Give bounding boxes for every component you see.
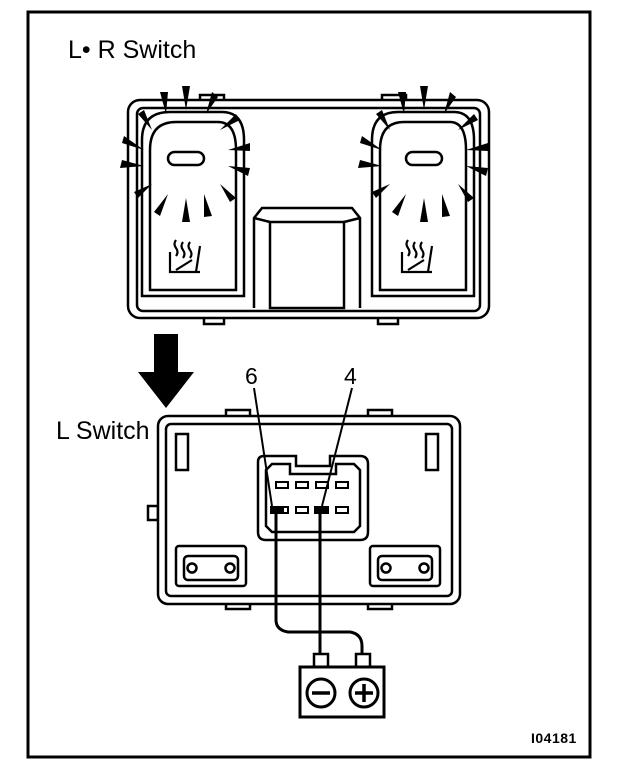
pin-leader-lines xyxy=(253,387,353,507)
plus-icon xyxy=(348,677,380,709)
battery xyxy=(298,652,386,719)
minus-icon xyxy=(305,677,337,709)
indicator-glow-icon-left xyxy=(120,86,250,222)
figure-id-label: I04181 xyxy=(531,730,577,746)
indicator-glow-icon-right xyxy=(358,86,488,222)
l-switch-unit xyxy=(146,408,462,611)
test-leads xyxy=(274,514,364,654)
pin-4-label: 4 xyxy=(344,363,357,389)
seat-heater-icon-left xyxy=(168,239,202,274)
pin-6-label: 6 xyxy=(245,363,258,389)
seat-heater-button-left xyxy=(140,110,246,298)
l-switch-label: L Switch xyxy=(56,417,150,445)
seat-heater-icon-right xyxy=(400,239,434,274)
down-arrow-icon xyxy=(138,334,194,408)
active-terminals xyxy=(270,506,328,514)
lr-switch-label: L• R Switch xyxy=(68,36,197,64)
frame-border xyxy=(26,10,592,759)
